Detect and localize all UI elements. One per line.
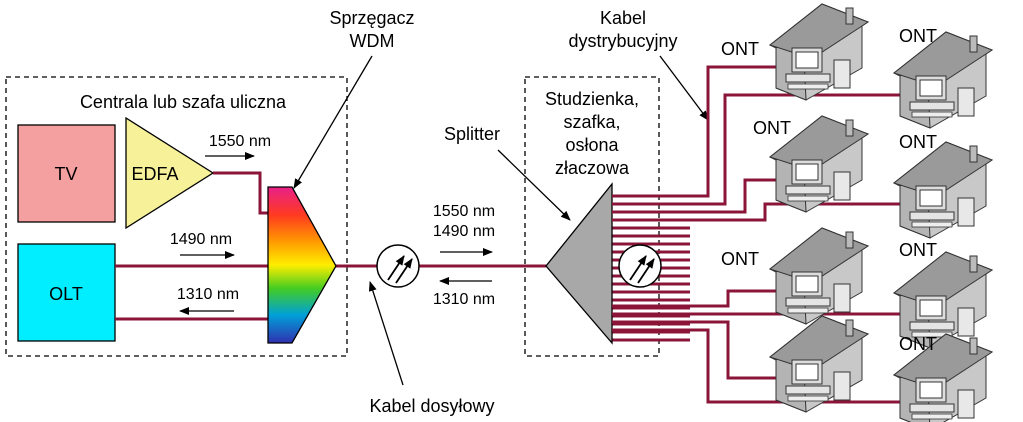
wl-1310-left: 1310 nm xyxy=(177,286,239,303)
house-4 xyxy=(893,141,993,239)
wl-1550-mid: 1550 nm xyxy=(433,203,495,220)
central-fibers xyxy=(115,171,546,321)
wl-1490-mid: 1490 nm xyxy=(433,223,495,240)
olt-box xyxy=(17,243,116,342)
ont-label-3: ONT xyxy=(753,118,791,138)
edfa-label: EDFA xyxy=(131,164,178,184)
cabinet-box xyxy=(524,76,660,357)
feeder-cable-label: Kabel dosyłowy xyxy=(369,396,494,416)
distribution-arrow-1 xyxy=(629,255,647,281)
splitter-label: Splitter xyxy=(444,124,500,144)
wdm-label-line1: Sprzęgacz xyxy=(329,8,414,28)
cabinet-label-line1: Studzienka, xyxy=(545,89,639,109)
distribution-pointer xyxy=(659,55,709,121)
house-5 xyxy=(769,227,869,325)
feeder-arrow-1 xyxy=(387,255,405,281)
ont-label-4: ONT xyxy=(899,132,937,152)
wl-1310-mid: 1310 nm xyxy=(433,291,495,308)
olt-label: OLT xyxy=(49,284,83,304)
tv-label: TV xyxy=(54,164,77,184)
central-office-label: Centrala lub szafa uliczna xyxy=(80,92,287,112)
distribution-label-line1: Kabel xyxy=(600,8,646,28)
feeder-pointer xyxy=(368,281,404,386)
cabinet-label-line4: złaczowa xyxy=(555,158,630,178)
splitter-pointer xyxy=(497,149,571,221)
wdm-pointer xyxy=(293,55,373,189)
ont-label-5: ONT xyxy=(721,249,759,269)
wdm-coupler xyxy=(267,186,337,344)
ont-label-2: ONT xyxy=(899,26,937,46)
house-2 xyxy=(893,31,993,129)
central-office-box xyxy=(5,76,348,357)
ont-label-1: ONT xyxy=(721,39,759,59)
wl-1490-left: 1490 nm xyxy=(170,231,232,248)
ont-label-6: ONT xyxy=(899,240,937,260)
cabinet-label-line3: osłona xyxy=(565,135,619,155)
cabinet-label-line2: szafka, xyxy=(563,112,620,132)
tv-box xyxy=(17,124,116,223)
wl-1550-top: 1550 nm xyxy=(209,133,271,150)
wdm-label-line2: WDM xyxy=(350,31,395,51)
houses-group xyxy=(769,3,993,422)
distribution-arrow-2 xyxy=(637,258,655,284)
house-1 xyxy=(769,3,869,101)
feeder-arrow-2 xyxy=(395,258,413,284)
ont-label-7: ONT xyxy=(899,334,937,354)
house-7 xyxy=(769,315,869,413)
splitter xyxy=(545,182,613,345)
distribution-label-line2: dystrybucyjny xyxy=(568,31,677,51)
edfa-amplifier xyxy=(125,116,215,230)
